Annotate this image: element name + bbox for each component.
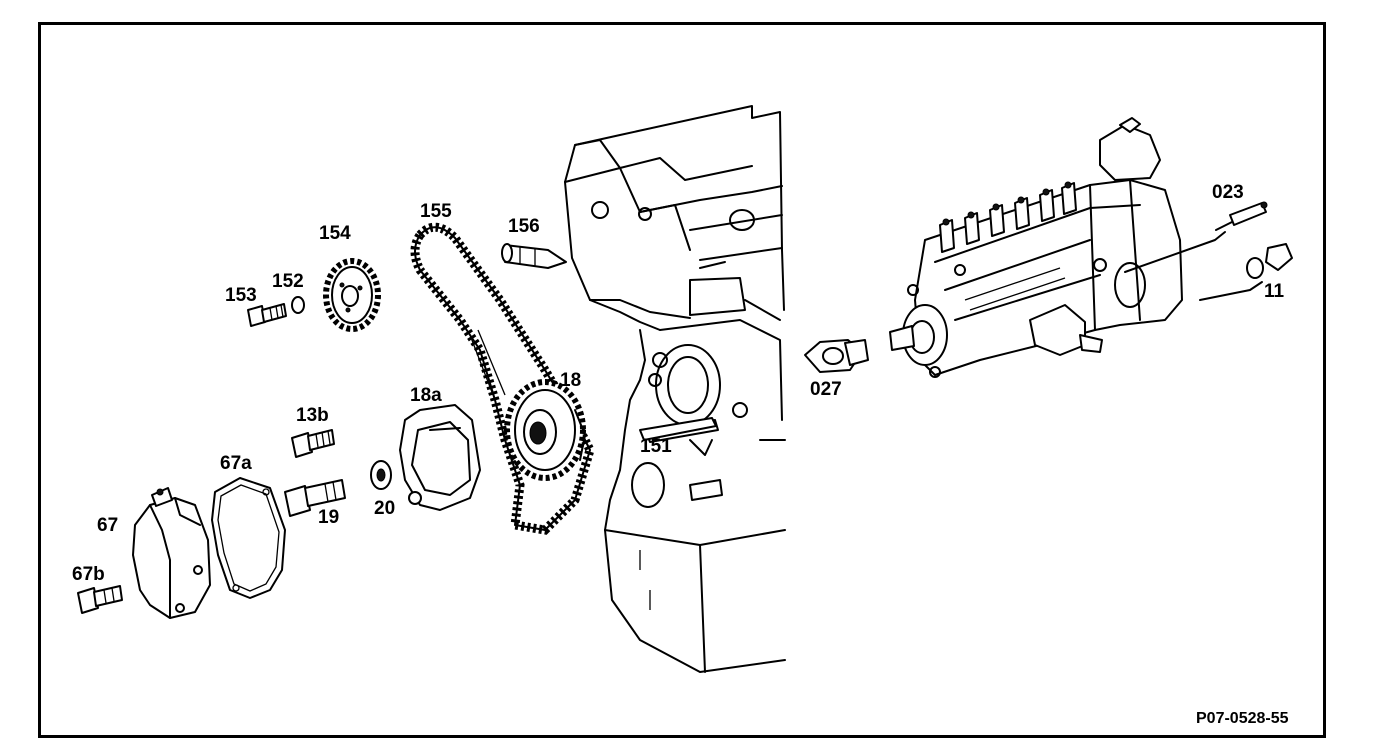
label-13b: 13b [296,405,329,426]
label-027: 027 [810,379,842,400]
bolt-67b [77,585,123,614]
label-67b: 67b [72,564,105,585]
bolt-153 [247,303,287,327]
label-18: 18 [560,370,582,391]
cover-18a [399,404,481,511]
reference-code: P07-0528-55 [1196,710,1289,727]
washer-152 [291,296,305,314]
injection-pump [889,117,1183,378]
label-023: 023 [1212,182,1244,203]
label-19: 19 [318,507,340,528]
leader-line-11 [1199,281,1263,301]
nut-11 [1246,243,1293,279]
leader-line-023 [1124,231,1226,273]
label-151: 151 [640,436,672,457]
engine-block [564,105,786,673]
crankshaft-sprocket [504,379,586,481]
bolt-13b [291,429,335,458]
label-155: 155 [420,201,452,222]
label-152: 152 [272,271,304,292]
guide-rail-151 [639,417,717,441]
gasket-67a [211,477,286,599]
vacuum-pump-67 [132,487,211,619]
sensor-023 [1215,201,1268,231]
label-156: 156 [508,216,540,237]
washer-20 [370,460,392,490]
camshaft-sprocket [323,258,381,332]
label-67: 67 [97,515,119,536]
label-67a: 67a [220,453,252,474]
label-153: 153 [225,285,257,306]
label-18a: 18a [410,385,442,406]
timing-chain [410,222,595,535]
label-20: 20 [374,498,396,519]
bolt-19 [284,479,346,517]
label-154: 154 [319,223,351,244]
flange-027 [804,339,869,373]
tensioner-pin-156 [501,243,567,269]
label-11: 11 [1264,281,1285,302]
